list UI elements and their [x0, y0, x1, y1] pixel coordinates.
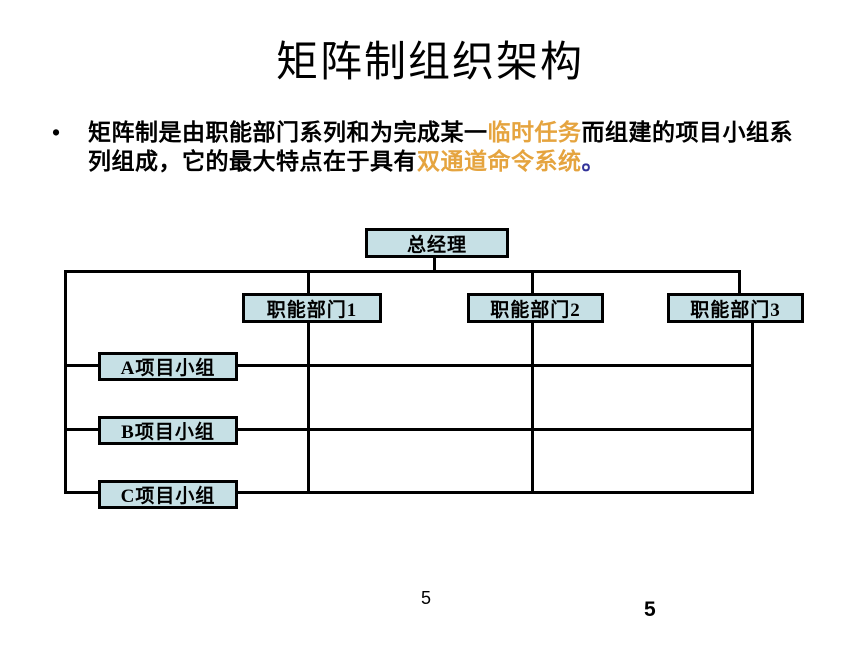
- connector-row-c: [64, 491, 754, 494]
- connector-dept2-vertical: [531, 320, 534, 494]
- bullet-segment: 而组建的项目小组系列组成，它的最大特点在于具有: [88, 120, 793, 174]
- connector-left-vertical: [64, 270, 67, 494]
- connector-dept2-stub: [531, 270, 534, 295]
- connector-row-a: [64, 364, 754, 367]
- node-team-b: B项目小组: [98, 416, 238, 445]
- node-department-1: 职能部门1: [242, 293, 382, 323]
- bullet-segment-highlight: 双通道命令系统: [417, 149, 582, 174]
- connector-gm-stub: [433, 257, 436, 273]
- connector-dept1-stub: [307, 270, 310, 295]
- connector-top-rail: [64, 270, 741, 273]
- slide-title: 矩阵制组织架构: [275, 40, 584, 86]
- page-number-bold: 5: [644, 598, 656, 621]
- connector-row-b: [64, 428, 754, 431]
- node-department-3: 职能部门3: [667, 293, 804, 323]
- connector-dept3-stub: [738, 270, 741, 295]
- bullet-segment-highlight: 临时任务: [487, 120, 582, 145]
- bullet-segment-period: 。: [581, 149, 605, 174]
- bullet-paragraph: • 矩阵制是由职能部门系列和为完成某一临时任务而组建的项目小组系列组成，它的最大…: [52, 118, 812, 176]
- page-number: 5: [421, 588, 432, 608]
- bullet-segment: 矩阵制是由职能部门系列和为完成某一: [88, 120, 488, 145]
- node-general-manager: 总经理: [365, 228, 509, 258]
- bullet-marker: •: [52, 120, 61, 145]
- bullet-text: 矩阵制是由职能部门系列和为完成某一临时任务而组建的项目小组系列组成，它的最大特点…: [88, 118, 800, 176]
- node-team-a: A项目小组: [98, 352, 238, 381]
- node-team-c: C项目小组: [98, 480, 238, 509]
- connector-dept3-vertical: [751, 320, 754, 494]
- node-department-2: 职能部门2: [467, 293, 604, 323]
- connector-dept1-vertical: [307, 320, 310, 494]
